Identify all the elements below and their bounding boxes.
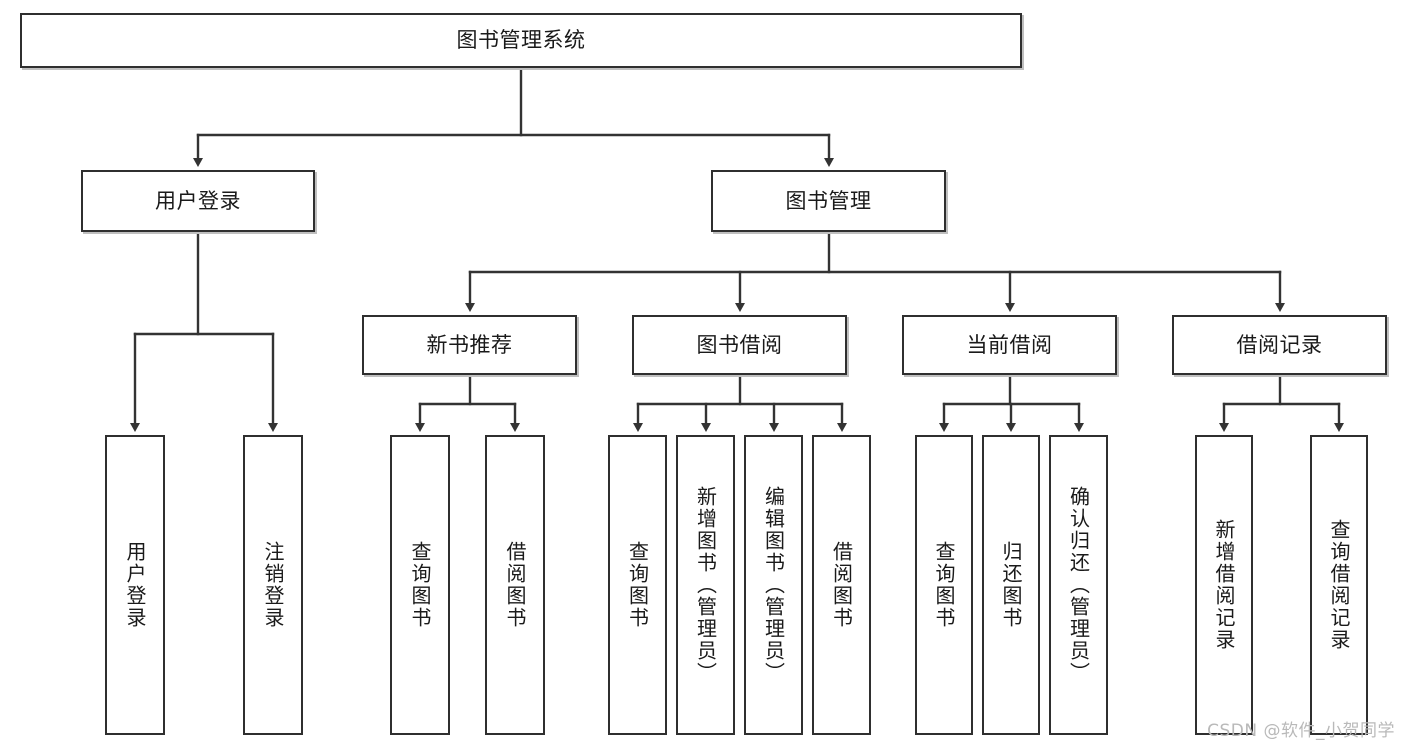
node-label: 用户登录	[155, 188, 241, 213]
node-label: 当前借阅	[966, 332, 1053, 357]
node-leaf-add-record: 新增借阅记录	[1195, 435, 1253, 735]
node-leaf-borrow-book-2: 借阅图书	[812, 435, 871, 735]
node-new-book-rec: 新书推荐	[362, 315, 577, 375]
node-label: 用户登录	[123, 541, 147, 629]
node-current-borrow: 当前借阅	[902, 315, 1117, 375]
node-leaf-user-login: 用户登录	[105, 435, 165, 735]
node-leaf-query-record: 查询借阅记录	[1310, 435, 1368, 735]
node-leaf-confirm-return: 确认归还（管理员）	[1049, 435, 1108, 735]
node-label: 新增借阅记录	[1212, 519, 1236, 651]
node-leaf-query-book-2: 查询图书	[608, 435, 667, 735]
node-label: 编辑图书（管理员）	[761, 486, 786, 684]
node-label: 新书推荐	[426, 332, 513, 357]
node-leaf-query-book-3: 查询图书	[915, 435, 973, 735]
node-label: 借阅图书	[829, 541, 854, 629]
node-leaf-borrow-book-1: 借阅图书	[485, 435, 545, 735]
node-user-login: 用户登录	[81, 170, 315, 232]
node-leaf-query-book-1: 查询图书	[390, 435, 450, 735]
node-leaf-user-logout: 注销登录	[243, 435, 303, 735]
node-leaf-return-book: 归还图书	[982, 435, 1040, 735]
node-leaf-add-book: 新增图书（管理员）	[676, 435, 735, 735]
node-label: 借阅记录	[1236, 332, 1323, 357]
node-book-borrow: 图书借阅	[632, 315, 847, 375]
node-label: 借阅图书	[503, 541, 527, 629]
edges-group	[130, 66, 1344, 432]
node-label: 注销登录	[261, 541, 285, 629]
node-borrow-record: 借阅记录	[1172, 315, 1387, 375]
node-label: 查询借阅记录	[1327, 519, 1351, 651]
node-root: 图书管理系统	[20, 13, 1022, 68]
node-label: 归还图书	[999, 541, 1023, 629]
node-label: 图书借阅	[696, 332, 783, 357]
node-book-manage: 图书管理	[711, 170, 946, 232]
node-label: 新增图书（管理员）	[693, 486, 718, 684]
node-label: 确认归还（管理员）	[1066, 486, 1091, 684]
node-leaf-edit-book: 编辑图书（管理员）	[744, 435, 803, 735]
node-label: 查询图书	[408, 541, 432, 629]
node-label: 查询图书	[932, 541, 956, 629]
node-label: 图书管理系统	[456, 28, 586, 53]
node-label: 图书管理	[785, 188, 872, 213]
node-label: 查询图书	[625, 541, 650, 629]
